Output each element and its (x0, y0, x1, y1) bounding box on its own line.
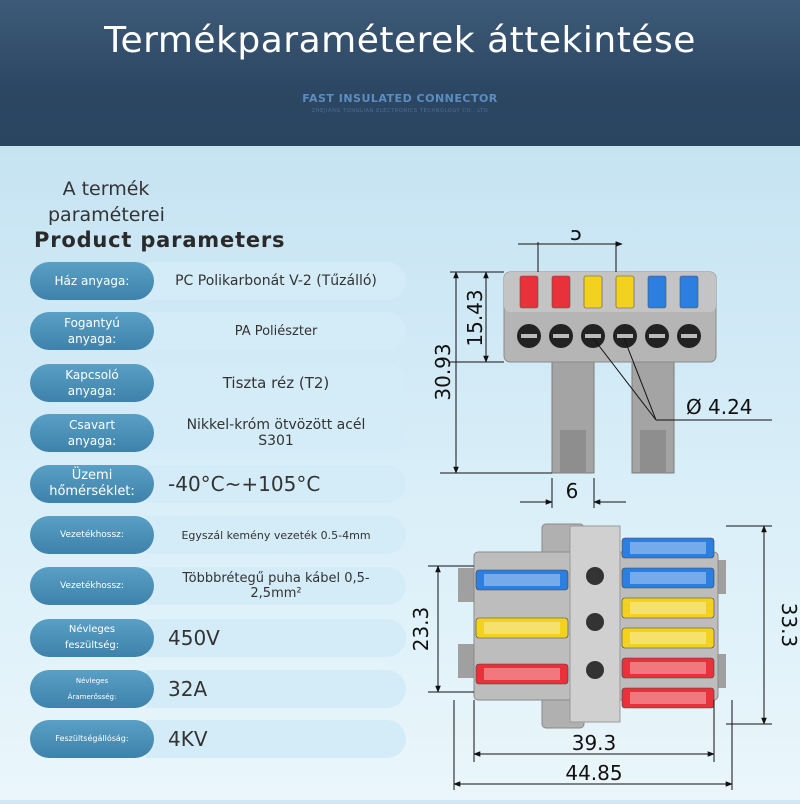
lever-front (647, 275, 667, 309)
leg-width-label: 6 (566, 479, 579, 503)
param-value: Egyszál kemény vezeték 0.5-4mm (146, 516, 406, 554)
lever-right-highlight (630, 602, 706, 614)
param-label: Ház anyaga: (30, 262, 154, 300)
lever-left-highlight (484, 622, 560, 634)
wire-hole-slot (649, 334, 665, 338)
param-value: Nikkel-króm ötvözött acél S301 (146, 414, 406, 452)
lever-front (583, 275, 603, 309)
lever-left (475, 569, 569, 591)
top-levers (475, 537, 715, 709)
lever-right (621, 537, 715, 559)
pitch-label: 5 (570, 230, 583, 245)
company-name: ZHEJIANG TONGLIAN ELECTRONICS TECHNOLOGY… (311, 108, 489, 114)
section-title-en: Product parameters (34, 228, 286, 252)
lever-right-highlight (630, 632, 706, 644)
diameter-symbol: Ø (686, 395, 702, 419)
lever-left (475, 617, 569, 639)
brand-name: FAST INSULATED CONNECTOR (302, 92, 498, 105)
wire-hole-slot (553, 334, 569, 338)
param-label: Névleges Áramerősség: (30, 670, 154, 708)
param-row: Tiszta réz (T2)Kapcsoló anyaga: (30, 364, 406, 402)
connector-diagram: 5 15.43 30.93 Ø 4.24 6 (409, 221, 800, 800)
lever-right (621, 687, 715, 709)
top-hole-3 (586, 661, 604, 679)
lever-front (551, 275, 571, 309)
lever-right (621, 657, 715, 679)
lever-right (621, 597, 715, 619)
lever-right-highlight (630, 662, 706, 674)
clip-left-bottom (458, 644, 476, 678)
wire-hole-slot (681, 334, 697, 338)
height-total-label: 30.93 (431, 343, 455, 400)
dimension-drawing: 5 15.43 30.93 Ø 4.24 6 (409, 221, 800, 790)
lever-left-highlight (484, 574, 560, 586)
param-value: PA Poliészter (146, 312, 406, 350)
param-value: Többbrétegű puha kábel 0,5-2,5mm² (146, 567, 406, 605)
param-value: 32A (146, 670, 406, 708)
top-dimensions: 23.3 33.3 39.3 44.85 (409, 525, 800, 790)
lever-front (615, 275, 635, 309)
height-top-label: 15.43 (463, 289, 487, 346)
param-label: Fogantyú anyaga: (30, 312, 154, 350)
param-label: Kapcsoló anyaga: (30, 364, 154, 402)
hole-diameter-label: 4.24 (708, 395, 753, 419)
lever-right (621, 627, 715, 649)
top-view (458, 523, 726, 729)
param-label: Névleges feszültség: (30, 619, 154, 657)
total-height-label: 33.3 (777, 603, 800, 648)
param-label: Vezetékhossz: (30, 567, 154, 605)
front-levers (519, 275, 699, 309)
inner-width-label: 39.3 (572, 731, 617, 755)
param-label: Üzemi hőmérséklet: (30, 465, 154, 503)
lever-front (679, 275, 699, 309)
front-holes (517, 324, 701, 348)
lever-front (519, 275, 539, 309)
right-leg-shade (640, 430, 666, 473)
param-value: 450V (146, 619, 406, 657)
wire-hole-slot (617, 334, 633, 338)
section-title-hu: A termék paraméterei (48, 178, 165, 226)
param-value: Tiszta réz (T2) (146, 364, 406, 402)
param-value: -40°C~+105°C (146, 465, 406, 503)
header-banner: Termékparaméterek áttekintése FAST INSUL… (0, 0, 800, 146)
param-row: PC Polikarbonát V-2 (Tűzálló)Ház anyaga: (30, 262, 406, 300)
param-value: 4KV (146, 720, 406, 758)
lever-right-highlight (630, 572, 706, 584)
left-leg-shade (560, 430, 586, 473)
front-dimensions: 5 15.43 30.93 Ø 4.24 6 (431, 221, 772, 508)
side-height-label: 23.3 (410, 607, 433, 652)
lever-right-highlight (630, 692, 706, 704)
param-label: Csavart anyaga: (30, 414, 154, 452)
lever-right (621, 567, 715, 589)
param-label: Feszültségállóság: (30, 720, 154, 758)
front-view (503, 271, 717, 474)
total-width-label: 44.85 (565, 761, 622, 785)
lever-right-highlight (630, 542, 706, 554)
lever-left (475, 663, 569, 685)
param-label: Vezetékhossz: (30, 516, 154, 554)
wire-hole-slot (521, 334, 537, 338)
top-hole-1 (586, 567, 604, 585)
lever-left-highlight (484, 668, 560, 680)
param-value: PC Polikarbonát V-2 (Tűzálló) (146, 262, 406, 300)
page-title: Termékparaméterek áttekintése (104, 20, 696, 61)
clip-left-top (458, 568, 476, 602)
top-hole-2 (586, 613, 604, 631)
wire-hole-slot (585, 334, 601, 338)
